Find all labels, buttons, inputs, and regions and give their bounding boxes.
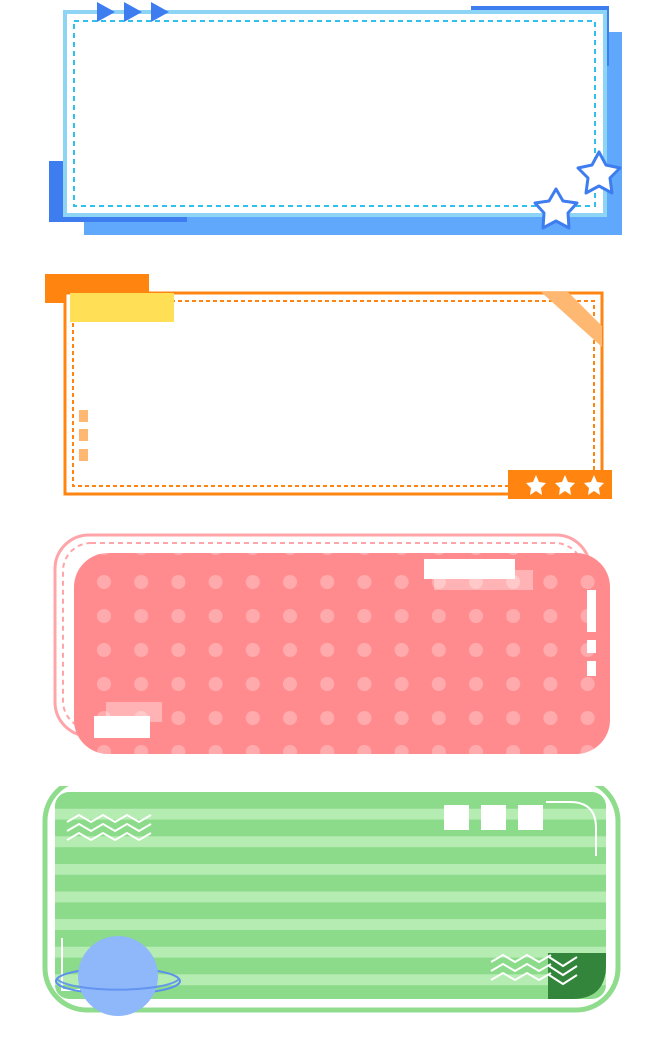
orange-frame-border <box>63 291 604 496</box>
green-frame <box>42 786 621 1016</box>
chevron-icon <box>548 956 578 986</box>
corner-tape <box>541 292 602 347</box>
white-bar <box>94 716 150 738</box>
triangle-arrows-icon <box>97 2 169 22</box>
star-icon <box>576 150 622 195</box>
square-dots <box>79 410 88 461</box>
blue-frame <box>49 2 622 235</box>
star-icon <box>584 475 604 495</box>
blue-frame-panel <box>63 10 607 217</box>
star-icon <box>533 187 579 230</box>
zigzag-icon <box>490 953 552 982</box>
star-icon <box>555 475 575 495</box>
square-blocks <box>444 805 543 830</box>
star-icon <box>526 475 546 495</box>
planet-icon <box>55 936 181 1016</box>
orange-frame <box>45 274 612 499</box>
tape-strip <box>70 293 174 322</box>
orange-frame-dashed-border <box>72 300 595 487</box>
blue-frame-dashed-border <box>73 20 596 207</box>
green-frame-panel <box>55 792 606 999</box>
vertical-dashes <box>587 590 596 676</box>
green-frame-bracket <box>546 801 597 856</box>
zigzag-icon <box>66 813 152 842</box>
polka-dot-pattern <box>74 553 610 754</box>
white-bar <box>424 559 515 579</box>
pink-frame <box>53 533 610 754</box>
